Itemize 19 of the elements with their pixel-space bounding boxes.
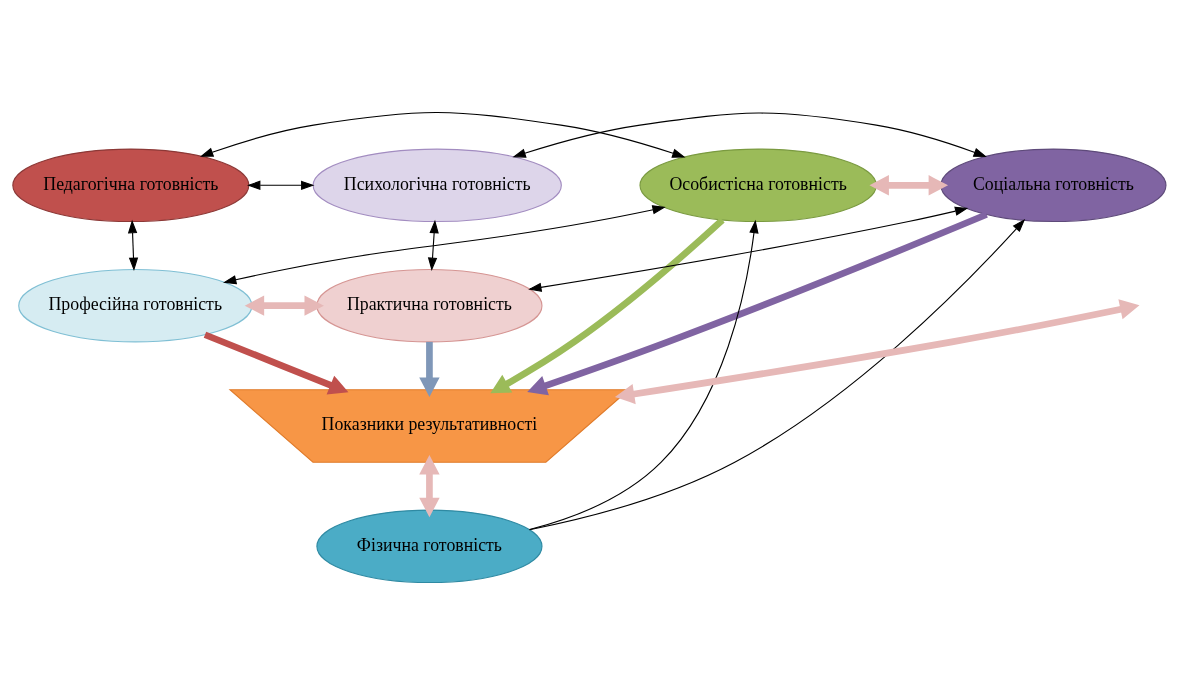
arrow (529, 219, 1026, 531)
arrow (614, 299, 1140, 405)
arrow (427, 219, 439, 272)
arrow (199, 111, 686, 158)
arrow (419, 341, 440, 397)
arrow (490, 217, 725, 394)
arrow (203, 331, 349, 395)
node-ellipse: Професійна готовність (18, 268, 253, 343)
arrow (512, 112, 987, 158)
arrow (529, 219, 759, 531)
arrow (419, 455, 440, 518)
node-ellipse: Фізична готовність (316, 509, 543, 584)
arrow (527, 211, 988, 396)
arrow (869, 175, 949, 196)
arrow (247, 180, 315, 190)
arrow (127, 219, 139, 272)
arrow (244, 295, 324, 316)
arrow (223, 205, 666, 285)
arrow (528, 206, 969, 292)
